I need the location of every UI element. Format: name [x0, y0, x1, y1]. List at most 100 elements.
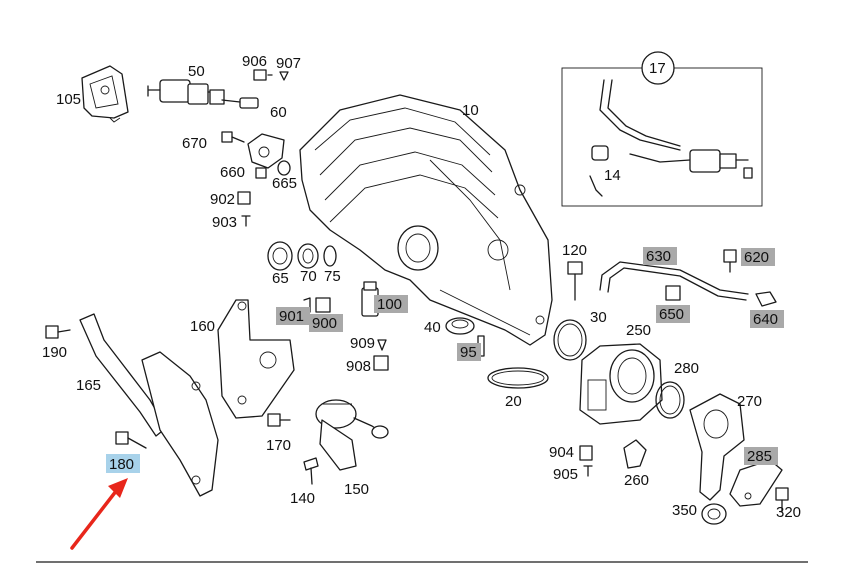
part-75-drawing [323, 245, 337, 267]
label-903: 903 [212, 214, 237, 231]
label-620: 620 [744, 249, 769, 266]
part-902-drawing [237, 191, 251, 205]
part-10-drawing [299, 94, 553, 346]
label-150: 150 [344, 481, 369, 498]
label-260: 260 [624, 472, 649, 489]
part-640-drawing [755, 291, 777, 307]
part-660-drawing [247, 133, 285, 179]
label-40: 40 [424, 319, 441, 336]
part-250-drawing [579, 343, 663, 425]
part-60-drawing [221, 97, 259, 109]
label-20: 20 [505, 393, 522, 410]
label-909: 909 [350, 335, 375, 352]
part-285-drawing [729, 459, 783, 507]
label-65: 65 [272, 270, 289, 287]
label-120: 120 [562, 242, 587, 259]
part-320-drawing [775, 487, 789, 513]
highlight-95 [457, 343, 481, 361]
part-140-drawing [303, 457, 319, 485]
part-350-drawing [701, 503, 727, 525]
label-285: 285 [747, 448, 772, 465]
part-908-drawing [373, 355, 389, 371]
label-280: 280 [674, 360, 699, 377]
label-50: 50 [188, 63, 205, 80]
label-30: 30 [590, 309, 607, 326]
part-260-drawing [623, 439, 647, 469]
label-140: 140 [290, 490, 315, 507]
label-165: 165 [76, 377, 101, 394]
highlight-900 [309, 314, 343, 332]
label-907: 907 [276, 55, 301, 72]
part-30-drawing [553, 319, 587, 361]
highlight-180 [106, 454, 140, 473]
label-660: 660 [220, 164, 245, 181]
part-150-drawing [315, 399, 389, 471]
part-105-drawing [81, 65, 129, 123]
part-909-drawing [377, 339, 387, 351]
highlight-285 [744, 447, 778, 465]
part-180-drawing [115, 431, 147, 449]
part-70-drawing [297, 243, 319, 269]
part-620-drawing [723, 249, 737, 273]
part-120-drawing [567, 261, 583, 301]
highlight-640 [750, 310, 784, 328]
label-10: 10 [462, 102, 479, 119]
part-904-drawing [579, 445, 593, 461]
part-165-drawing [79, 313, 219, 497]
part-40-drawing [445, 317, 475, 335]
label-904: 904 [549, 444, 574, 461]
label-180: 180 [109, 456, 134, 473]
highlight-620 [741, 248, 775, 266]
part-900-drawing [315, 297, 331, 313]
label-270: 270 [737, 393, 762, 410]
label-320: 320 [776, 504, 801, 521]
part-50-drawing [147, 79, 225, 105]
label-250: 250 [626, 322, 651, 339]
part-270-drawing [689, 393, 745, 501]
part-650-drawing [665, 285, 681, 301]
label-170: 170 [266, 437, 291, 454]
part-170-drawing [267, 413, 291, 427]
label-14: 14 [604, 167, 621, 184]
part-65-drawing [267, 241, 293, 271]
detail-box-17 [561, 51, 763, 207]
part-670-drawing [221, 131, 245, 143]
part-905-drawing [583, 465, 593, 477]
label-190: 190 [42, 344, 67, 361]
label-95: 95 [460, 344, 477, 361]
label-160: 160 [190, 318, 215, 335]
highlight-650 [656, 305, 690, 323]
label-350: 350 [672, 502, 697, 519]
label-640: 640 [753, 311, 778, 328]
highlight-100 [374, 295, 408, 313]
part-907-drawing [279, 71, 289, 81]
label-105: 105 [56, 91, 81, 108]
label-650: 650 [659, 306, 684, 323]
label-670: 670 [182, 135, 207, 152]
part-665-drawing [277, 160, 291, 176]
label-902: 902 [210, 191, 235, 208]
part-190-drawing [45, 325, 71, 339]
label-900: 900 [312, 315, 337, 332]
label-17: 17 [649, 60, 666, 77]
part-20-drawing [487, 367, 549, 389]
label-905: 905 [553, 466, 578, 483]
part-903-drawing [241, 215, 251, 227]
part-630-drawing [599, 261, 749, 301]
label-630: 630 [646, 248, 671, 265]
label-60: 60 [270, 104, 287, 121]
label-908: 908 [346, 358, 371, 375]
highlight-901 [276, 307, 310, 325]
label-100: 100 [377, 296, 402, 313]
label-901: 901 [279, 308, 304, 325]
part-160-drawing [217, 299, 295, 419]
part-906-drawing [253, 69, 273, 81]
label-665: 665 [272, 175, 297, 192]
part-280-drawing [655, 381, 685, 419]
label-75: 75 [324, 268, 341, 285]
highlight-630 [643, 247, 677, 265]
red-arrow-annotation [70, 478, 128, 550]
label-70: 70 [300, 268, 317, 285]
label-906: 906 [242, 53, 267, 70]
